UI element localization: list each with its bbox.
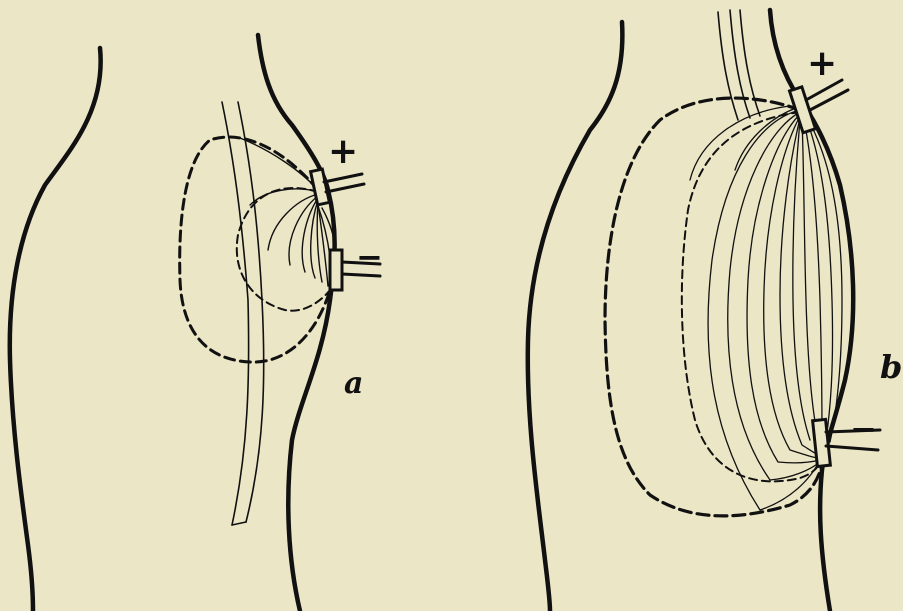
- panel-label-b: b: [880, 348, 902, 386]
- negative-sign-b: −: [850, 410, 877, 448]
- positive-sign-b: +: [807, 43, 837, 84]
- negative-sign-a: −: [356, 238, 383, 276]
- positive-sign-a: +: [328, 131, 358, 172]
- panel-label-a: a: [344, 366, 363, 401]
